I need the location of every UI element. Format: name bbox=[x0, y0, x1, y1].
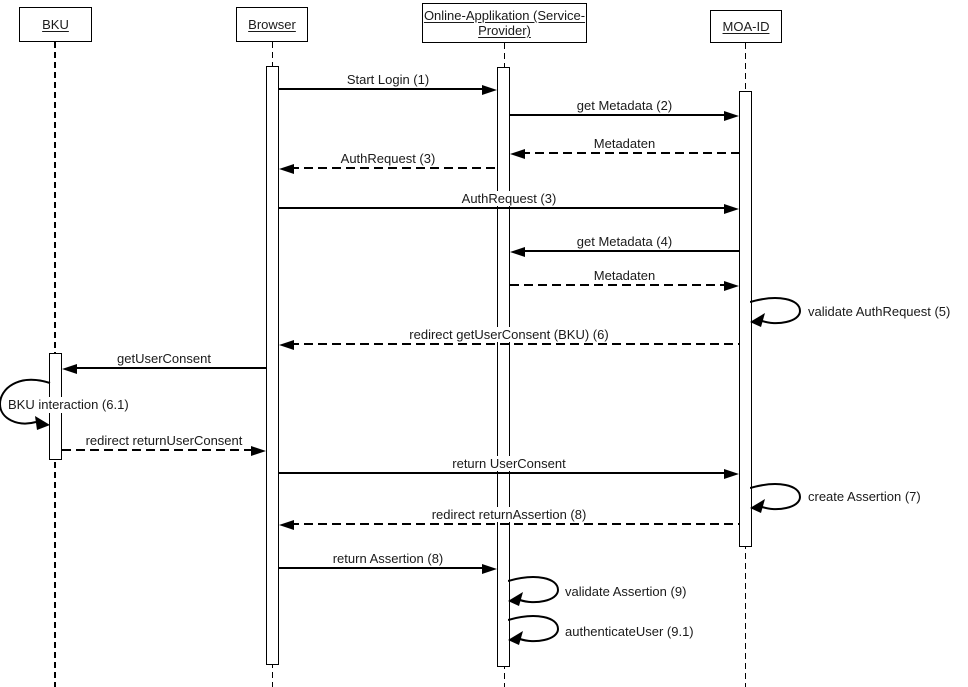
message-label: AuthRequest (3) bbox=[279, 191, 739, 206]
self-loop-validate-assertion bbox=[508, 576, 560, 606]
message-metadaten-reply-1: Metadaten bbox=[510, 133, 739, 159]
message-line bbox=[73, 367, 266, 369]
message-label: Start Login (1) bbox=[279, 72, 497, 87]
arrow-head-icon bbox=[251, 445, 266, 456]
arrow-head-icon bbox=[724, 280, 739, 291]
self-loop-create-assertion bbox=[750, 483, 802, 513]
message-line bbox=[279, 567, 486, 569]
arrow-head-icon bbox=[510, 246, 525, 257]
message-authrequest-reply: AuthRequest (3) bbox=[279, 148, 497, 174]
message-line bbox=[62, 449, 255, 451]
message-label: redirect getUserConsent (BKU) (6) bbox=[279, 327, 739, 342]
message-label: Metadaten bbox=[510, 136, 739, 151]
actor-label-online-applikation: Online-Applikation (Service- Provider) bbox=[423, 8, 586, 38]
actor-box-online-applikation: Online-Applikation (Service- Provider) bbox=[422, 3, 587, 43]
message-line bbox=[279, 207, 728, 209]
message-getuserconsent: getUserConsent bbox=[62, 348, 266, 374]
arrow-head-icon bbox=[279, 163, 294, 174]
arrow-head-icon bbox=[482, 563, 497, 574]
self-label-authenticateuser: authenticateUser (9.1) bbox=[563, 624, 696, 640]
actor-box-moa-id: MOA-ID bbox=[710, 10, 782, 43]
message-line bbox=[290, 523, 739, 525]
message-line bbox=[521, 152, 739, 154]
activation-browser bbox=[266, 66, 279, 665]
message-authrequest-forward: AuthRequest (3) bbox=[279, 188, 739, 214]
arrow-head-icon bbox=[750, 313, 765, 327]
self-loop-authenticateuser bbox=[508, 615, 560, 645]
message-label: redirect returnAssertion (8) bbox=[279, 507, 739, 522]
message-label: AuthRequest (3) bbox=[279, 151, 497, 166]
message-label: get Metadata (4) bbox=[510, 234, 739, 249]
message-line bbox=[510, 114, 728, 116]
arrow-head-icon bbox=[279, 339, 294, 350]
message-get-metadata-2: get Metadata (2) bbox=[510, 95, 739, 121]
message-line bbox=[279, 88, 486, 90]
message-line bbox=[290, 167, 497, 169]
message-line bbox=[290, 343, 739, 345]
message-start-login: Start Login (1) bbox=[279, 69, 497, 95]
message-label: Metadaten bbox=[510, 268, 739, 283]
message-label: get Metadata (2) bbox=[510, 98, 739, 113]
message-label: getUserConsent bbox=[62, 351, 266, 366]
activation-moa-id bbox=[739, 91, 752, 547]
self-label-create-assertion: create Assertion (7) bbox=[806, 489, 923, 505]
arrow-head-icon bbox=[724, 468, 739, 479]
message-line bbox=[279, 472, 728, 474]
message-get-metadata-4: get Metadata (4) bbox=[510, 231, 739, 257]
message-redirect-getuserconsent: redirect getUserConsent (BKU) (6) bbox=[279, 324, 739, 350]
arrow-head-icon bbox=[724, 110, 739, 121]
arrow-head-icon bbox=[510, 148, 525, 159]
arrow-head-icon bbox=[750, 499, 765, 513]
message-label: return Assertion (8) bbox=[279, 551, 497, 566]
self-label-validate-authrequest: validate AuthRequest (5) bbox=[806, 304, 953, 320]
arrow-head-icon bbox=[724, 203, 739, 214]
self-label-validate-assertion: validate Assertion (9) bbox=[563, 584, 689, 600]
self-loop-bku-interaction bbox=[0, 378, 51, 430]
arrow-head-icon bbox=[508, 631, 523, 645]
message-label: return UserConsent bbox=[279, 456, 739, 471]
actor-box-bku: BKU bbox=[19, 7, 92, 42]
actor-box-browser: Browser bbox=[236, 7, 308, 42]
message-return-assertion: return Assertion (8) bbox=[279, 548, 497, 574]
message-label: redirect returnUserConsent bbox=[62, 433, 266, 448]
message-redirect-returnassertion: redirect returnAssertion (8) bbox=[279, 504, 739, 530]
message-return-userconsent: return UserConsent bbox=[279, 453, 739, 479]
arrow-head-icon bbox=[482, 84, 497, 95]
arrow-head-icon bbox=[279, 519, 294, 530]
arrow-head-icon bbox=[62, 363, 77, 374]
actor-label-bku: BKU bbox=[42, 17, 69, 32]
message-line bbox=[510, 284, 728, 286]
arrow-head-icon bbox=[508, 592, 523, 606]
message-metadaten-reply-2: Metadaten bbox=[510, 265, 739, 291]
actor-label-moa-id: MOA-ID bbox=[722, 19, 770, 34]
message-redirect-returnuserconsent: redirect returnUserConsent bbox=[62, 430, 266, 456]
actor-label-browser: Browser bbox=[248, 17, 296, 32]
arrow-head-icon bbox=[35, 416, 50, 430]
message-line bbox=[521, 250, 739, 252]
self-loop-validate-authrequest bbox=[750, 297, 802, 327]
self-label-bku-interaction: BKU interaction (6.1) bbox=[6, 397, 131, 413]
